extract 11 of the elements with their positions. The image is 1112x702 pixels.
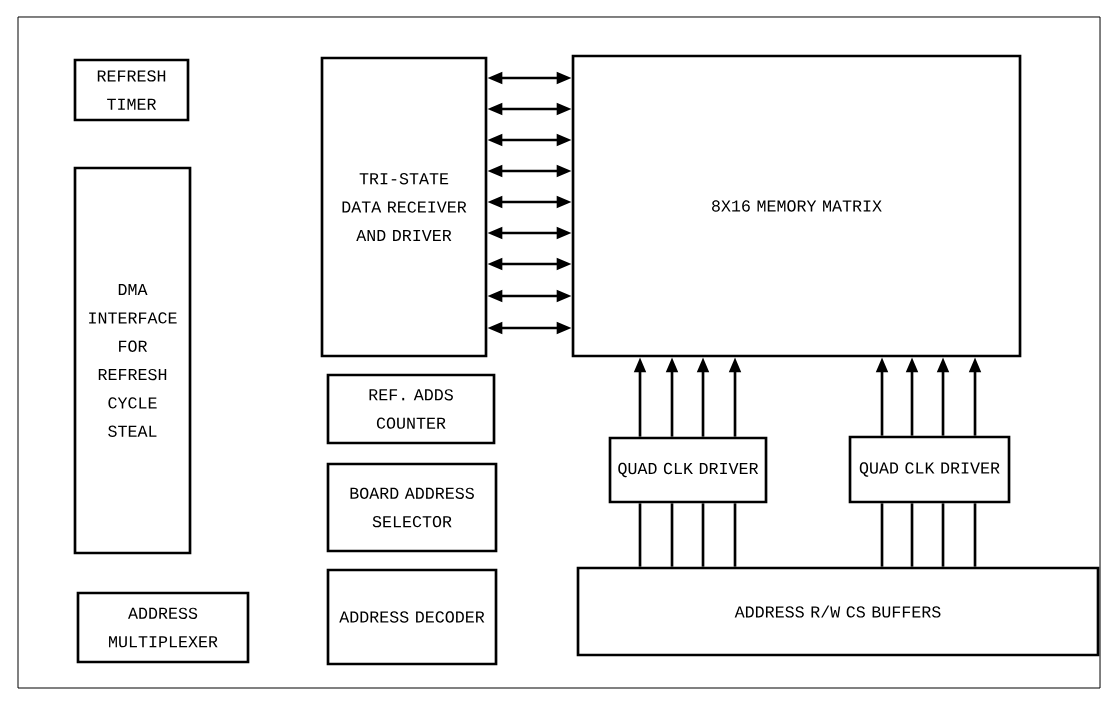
block-box: ADDRESS R/W CS BUFFERS [576,566,1100,657]
block-box: TRI-STATE DATA RECEIVER AND DRIVER [320,56,488,358]
block-box: QUAD CLK DRIVER [608,436,768,504]
block-box: DMA INTERFACE FOR REFRESH CYCLE STEAL [73,166,192,555]
block-box: REF. ADDS COUNTER [326,373,496,445]
block-box: ADDRESS MULTIPLEXER [76,591,250,664]
block-box: QUAD CLK DRIVER [848,435,1011,504]
block-box: 8X16 MEMORY MATRIX [571,54,1022,358]
block-box: BOARD ADDRESS SELECTOR [326,462,498,553]
block-box: REFRESH TIMER [73,58,190,122]
block-box: ADDRESS DECODER [326,568,498,666]
